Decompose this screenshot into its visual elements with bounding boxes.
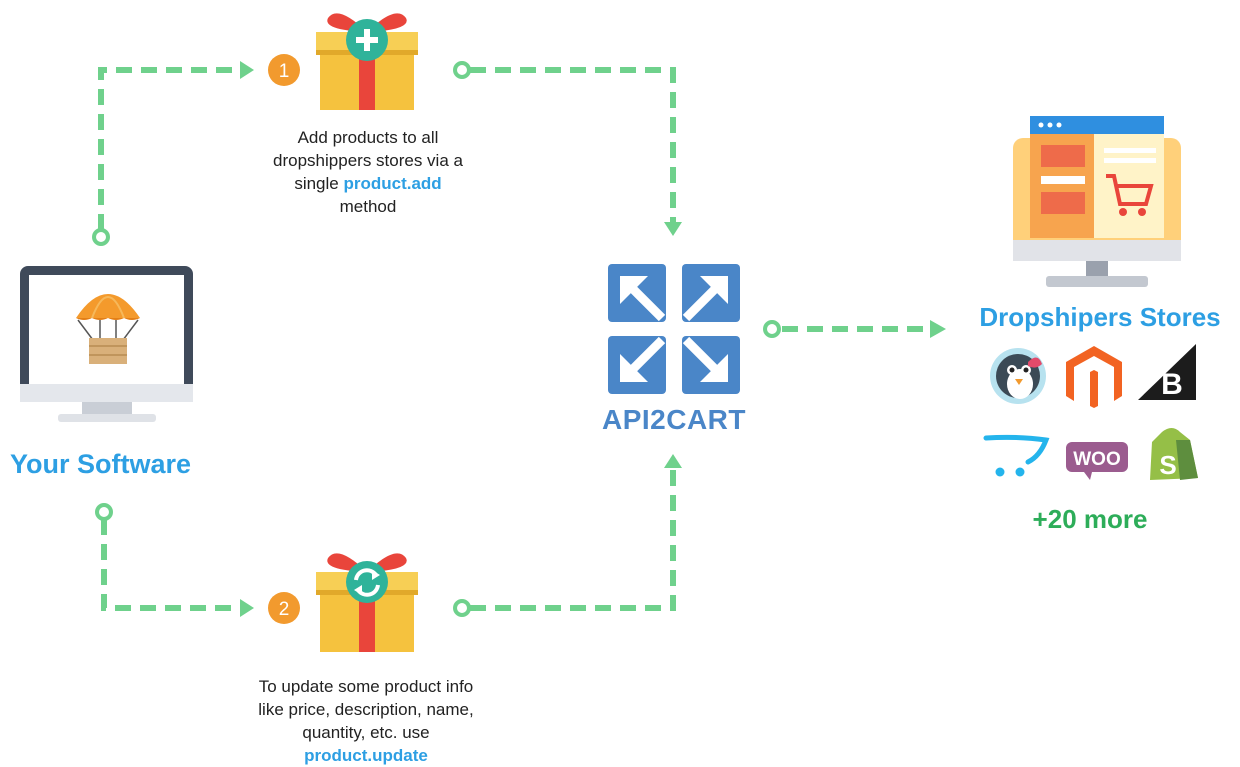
- endpoint-step2-right: [453, 599, 471, 617]
- prestashop-icon: [990, 348, 1046, 404]
- connector-step2-to-api: [470, 468, 676, 611]
- step2-method: product.update: [304, 746, 428, 765]
- connector-software-to-step1: [98, 67, 240, 230]
- gift-refresh-icon: [316, 553, 418, 652]
- connector-arrowheads: [240, 61, 946, 617]
- connector-software-to-step2: [101, 519, 240, 611]
- gift-plus-icon: [316, 13, 418, 110]
- step1-badge: 1: [268, 54, 300, 86]
- parachute-box-monitor-icon: [20, 266, 193, 422]
- api2cart-arrows-logo: [608, 264, 740, 394]
- endpoint-api-right: [763, 320, 781, 338]
- step1-caption: Add products to all dropshippers stores …: [250, 126, 486, 218]
- opencart-icon: [983, 434, 1050, 477]
- endpoint-software-top: [92, 228, 110, 246]
- arrowhead-api-bottom: [664, 454, 682, 468]
- arrowhead-stores: [930, 320, 946, 338]
- arrowhead-step2: [240, 599, 254, 617]
- step2-badge: 2: [268, 592, 300, 624]
- step1-number: 1: [279, 61, 290, 82]
- step1-method: product.add: [343, 174, 442, 193]
- step1-text: Add products to all dropshippers stores …: [273, 128, 463, 193]
- store-monitor-cart-icon: [1013, 116, 1181, 287]
- stores-label: Dropshipers Stores: [979, 302, 1221, 332]
- magento-icon: [1066, 346, 1122, 408]
- woocommerce-icon: WOO: [1066, 442, 1128, 480]
- connector-step1-to-api: [470, 67, 676, 222]
- step1-text-after: method: [339, 197, 397, 216]
- connector-endpoints: [92, 61, 781, 617]
- bigcommerce-icon: B: [1138, 344, 1196, 401]
- arrowhead-api-top: [664, 222, 682, 236]
- svg-text:B: B: [1161, 368, 1183, 401]
- svg-text:S: S: [1159, 450, 1176, 480]
- connectors: [98, 67, 930, 611]
- arrowhead-step1: [240, 61, 254, 79]
- step2-caption: To update some product info like price, …: [246, 675, 486, 767]
- endpoint-step1-right: [453, 61, 471, 79]
- woocommerce-wordmark: WOO: [1073, 449, 1121, 470]
- endpoint-software-bottom: [95, 503, 113, 521]
- step2-number: 2: [279, 599, 290, 620]
- api-label: API2CART: [601, 404, 746, 435]
- more-stores-label: +20 more: [1032, 504, 1148, 534]
- shopify-icon: S: [1150, 428, 1198, 480]
- step2-text: To update some product info like price, …: [258, 677, 474, 742]
- software-label: Your Software: [10, 449, 192, 479]
